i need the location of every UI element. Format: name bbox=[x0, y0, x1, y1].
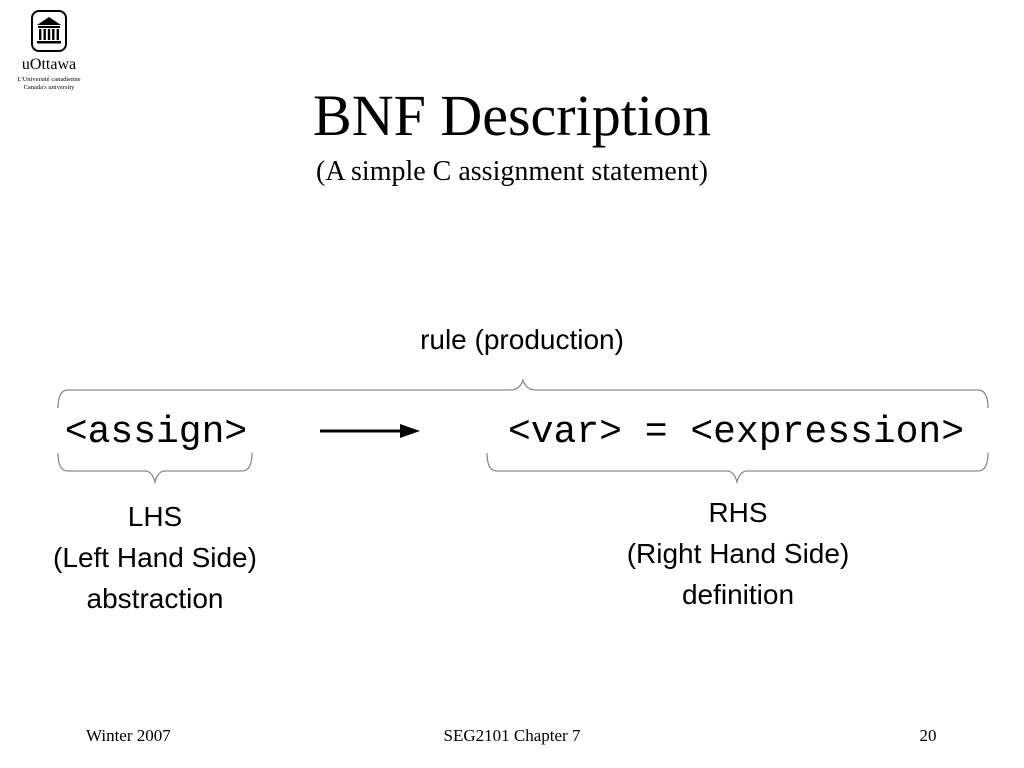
rule-label: rule (production) bbox=[420, 324, 624, 355]
university-logo: uOttawa L'Université canadienne Canada's… bbox=[6, 10, 92, 92]
footer-term: Winter 2007 bbox=[86, 726, 171, 745]
production-arrow-head bbox=[400, 424, 420, 438]
lhs-role: abstraction bbox=[86, 583, 224, 614]
rule-brace bbox=[57, 377, 989, 409]
footer-course: SEG2101 Chapter 7 bbox=[443, 726, 581, 745]
university-building-icon bbox=[31, 10, 67, 52]
rhs-description: RHS (Right Hand Side) definition bbox=[588, 492, 888, 615]
slide-number: 20 bbox=[919, 726, 937, 745]
rhs-code: <var> = <expression> bbox=[507, 411, 965, 454]
lhs-code: <assign> bbox=[64, 411, 248, 454]
rhs-brace bbox=[486, 452, 989, 485]
logo-wordmark: uOttawa bbox=[21, 56, 77, 73]
slide-subtitle: (A simple C assignment statement) bbox=[316, 156, 708, 187]
rhs-expansion: (Right Hand Side) bbox=[626, 538, 850, 569]
logo-tagline-fr: L'Université canadienne bbox=[17, 76, 81, 83]
rhs-label: RHS bbox=[708, 497, 768, 528]
slide-title: BNF Description bbox=[313, 83, 711, 148]
logo-tagline-en: Canada's university bbox=[23, 84, 75, 91]
rhs-role: definition bbox=[681, 579, 795, 610]
lhs-brace bbox=[57, 452, 253, 485]
lhs-expansion: (Left Hand Side) bbox=[53, 542, 257, 573]
lhs-label: LHS bbox=[127, 501, 183, 532]
lhs-description: LHS (Left Hand Side) abstraction bbox=[15, 496, 295, 619]
